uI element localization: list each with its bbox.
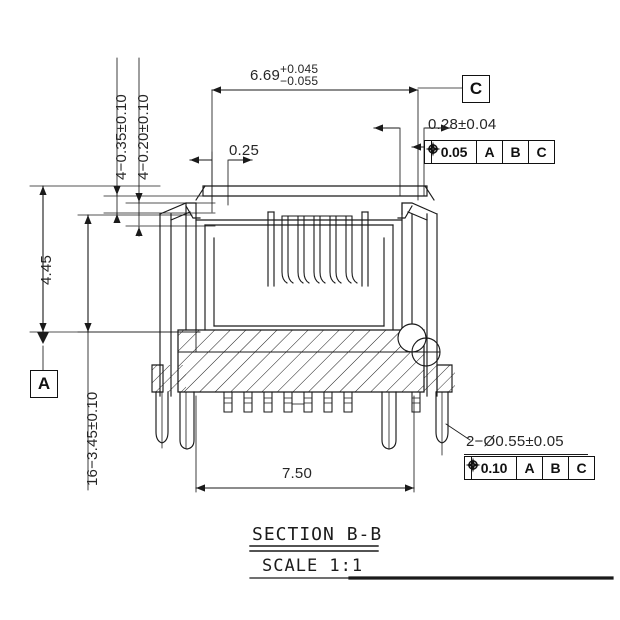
dimension-width-top-lower-tol: −0.055 [280, 74, 319, 89]
callout-hole-diameter: 2−Ø0.55±0.05 [466, 433, 564, 450]
dimension-step-left: 0.25 [229, 142, 259, 159]
datum-ref-c-2: C [576, 460, 587, 476]
dimension-width-top-nominal: 6.69 [250, 67, 280, 85]
dimension-height-left: 4.45 [38, 255, 55, 285]
position-tolerance-value: 0.05 [432, 141, 477, 163]
feature-control-frame-top: 0.05 A B C [424, 140, 555, 164]
dimension-rot-label-2: 4−0.20±0.10 [135, 94, 152, 180]
datum-flag-c: C [462, 75, 490, 103]
dimension-width-bottom: 7.50 [282, 465, 312, 482]
callout-underline [464, 454, 588, 455]
dimension-top-right: 0.28±0.04 [428, 116, 497, 133]
true-position-icon [425, 141, 441, 163]
datum-ref-b: B [503, 141, 529, 163]
dimension-width-top: 6.69 +0.045 −0.055 [250, 62, 319, 89]
dimension-width-top-upper-tol: +0.045 [280, 62, 319, 76]
datum-flag-a: A [30, 370, 58, 398]
true-position-icon-2 [465, 457, 481, 479]
dimension-rot-label-1: 4−0.35±0.10 [113, 94, 130, 180]
position-tolerance-value-2: 0.10 [472, 457, 517, 479]
scale-label: SCALE 1:1 [262, 556, 364, 576]
datum-ref-a-2: A [517, 457, 543, 479]
datum-ref-a: A [477, 141, 503, 163]
dimension-pin-length: 16−3.45±0.10 [84, 391, 101, 486]
datum-ref-c: C [536, 144, 547, 160]
section-title: SECTION B-B [252, 524, 383, 545]
feature-control-frame-bottom: 0.10 A B C [464, 456, 595, 480]
datum-ref-b-2: B [543, 457, 569, 479]
